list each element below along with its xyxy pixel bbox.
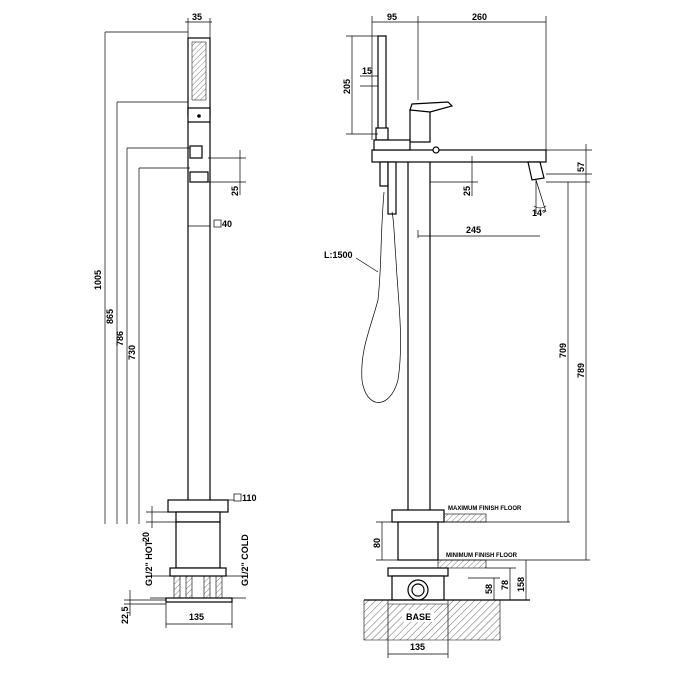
mixer-body <box>409 109 431 143</box>
shower-nozzles <box>191 41 207 101</box>
dim-25-left: 25 <box>230 186 240 196</box>
dim-57: 57 <box>576 162 586 172</box>
base-plate <box>165 597 233 603</box>
max-finish-floor <box>443 513 487 523</box>
dim-80: 80 <box>372 538 382 548</box>
dim-58: 58 <box>484 584 494 594</box>
dim-205: 205 <box>342 79 352 94</box>
shower-hose <box>361 191 401 403</box>
body-plate <box>169 567 227 577</box>
dim-22-5: 22,5 <box>120 606 130 624</box>
mixer-lever <box>409 101 454 113</box>
dim-730: 730 <box>127 345 137 360</box>
base-label: BASE <box>406 612 431 622</box>
dim-786: 786 <box>115 331 125 346</box>
floor-flange-side <box>391 509 445 523</box>
dim-25-right: 25 <box>462 186 472 196</box>
dim-260: 260 <box>472 12 487 22</box>
dim-35: 35 <box>192 12 202 22</box>
dim-20: 20 <box>141 532 151 542</box>
dim-square-110: 110 <box>242 493 257 503</box>
dim-709: 709 <box>558 343 568 358</box>
dim-95: 95 <box>387 12 397 22</box>
spout-arm <box>371 149 547 163</box>
dim-angle: 14° <box>532 208 546 218</box>
dim-135-right: 135 <box>410 642 425 652</box>
front-view: 35 1005 865 786 730 25 40 <box>93 12 257 628</box>
spout-tip <box>527 161 545 181</box>
flange-ring <box>175 511 221 523</box>
dim-square-40: 40 <box>222 219 232 229</box>
label-cold: G1/2" COLD <box>240 534 250 586</box>
dim-158: 158 <box>516 577 526 592</box>
min-finish-floor <box>437 559 487 569</box>
max-floor-label: MAXIMUM FINISH FLOOR <box>448 506 522 512</box>
dim-135-left: 135 <box>189 612 204 622</box>
min-floor-label: MINIMUM FINISH FLOOR <box>446 553 518 559</box>
diverter-knob <box>189 145 203 159</box>
dim-78: 78 <box>500 580 510 590</box>
hose-length: L:1500 <box>324 250 353 260</box>
side-view: 95 260 205 15 57 14° <box>324 12 592 658</box>
hot-pipe <box>173 575 181 599</box>
floor-flange <box>167 499 229 513</box>
cold-pipe <box>215 575 223 599</box>
spout-outlet <box>189 171 209 183</box>
dim-15: 15 <box>362 66 372 76</box>
hand-shower-side <box>377 35 387 137</box>
dim-789: 789 <box>576 363 586 378</box>
label-hot: G1/2" HOT <box>144 540 154 586</box>
dim-1005: 1005 <box>93 270 103 290</box>
dim-865: 865 <box>105 309 115 324</box>
dim-245: 245 <box>466 225 481 235</box>
hose-connector <box>387 161 397 215</box>
concealed-body <box>175 521 221 569</box>
